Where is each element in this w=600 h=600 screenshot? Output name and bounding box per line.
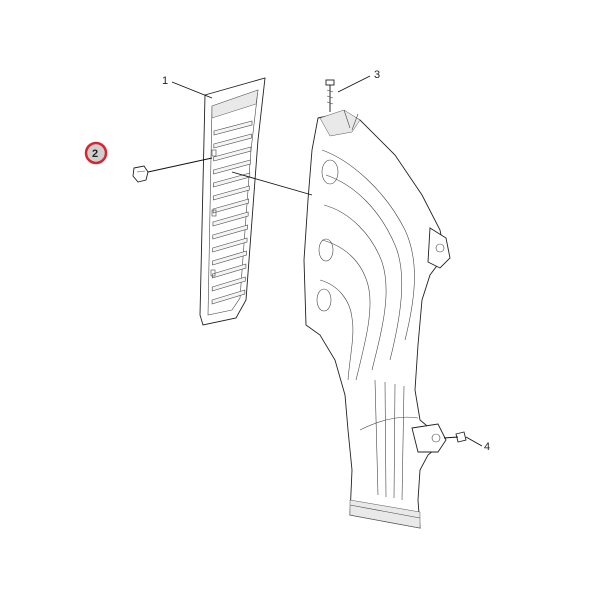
vent-grille-panel [199, 77, 266, 326]
grille-louvers [211, 120, 253, 305]
screw-bottom [443, 431, 467, 443]
louver-slat [212, 237, 248, 253]
louver-slat [213, 159, 251, 175]
louver-slat [212, 250, 247, 266]
louver-slat [212, 185, 250, 201]
louver-slat [213, 120, 253, 136]
louver-slat [211, 289, 246, 305]
callout-1: 1 [162, 75, 168, 87]
louver-slat [211, 276, 246, 292]
louver-slat [213, 133, 252, 149]
louver-slat [212, 263, 247, 279]
callout-label-3: 3 [374, 69, 380, 81]
callout-label-2: 2 [92, 148, 98, 160]
louver-slat [212, 224, 248, 240]
callout-2-highlighted: 2 [84, 141, 108, 165]
callout-label-1: 1 [162, 75, 168, 87]
panel-clips [210, 149, 217, 277]
louver-slat [212, 211, 249, 227]
screw-top [325, 79, 335, 112]
air-duct-housing [303, 109, 451, 529]
louver-slat [212, 198, 249, 214]
callout-3: 3 [374, 69, 380, 81]
callout-label-4: 4 [484, 441, 490, 453]
louver-slat [213, 146, 252, 162]
leader-lines [147, 75, 483, 447]
highlight-ring [84, 141, 108, 165]
retainer-clip [132, 165, 149, 183]
callout-4: 4 [484, 441, 490, 453]
